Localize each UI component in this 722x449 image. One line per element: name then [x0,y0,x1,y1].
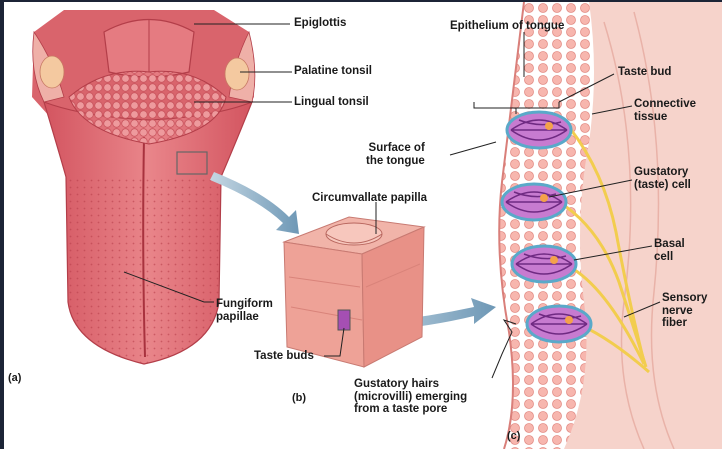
label-gustatory-hairs-line-3: from a taste pore [354,403,467,416]
taste-bud-1 [507,112,571,148]
circumvallate-papilla-shape [326,223,382,245]
label-surface-of-tongue: Surface of the tongue [366,142,425,167]
label-taste-bud: Taste bud [618,66,671,79]
leader-surface [450,142,496,155]
label-epithelium-of-tongue: Epithelium of tongue [450,20,564,33]
label-connective-line-2: tissue [634,111,696,124]
diagram-frame: Epiglottis Palatine tonsil Lingual tonsi… [4,2,722,449]
label-connective-tissue: Connective tissue [634,98,696,123]
label-gustatory-cell: Gustatory (taste) cell [634,166,691,191]
panel-c-taste-bud-section [499,2,722,449]
label-basal-line-2: cell [654,251,685,264]
label-sensory-line-3: fiber [662,317,707,330]
label-basal-line-1: Basal [654,238,685,251]
label-surface-line-1: Surface of [366,142,425,155]
arrow-a-to-b [210,172,299,234]
taste-bud-box [338,310,350,330]
label-gustatory-cell-line-1: Gustatory [634,166,691,179]
label-sensory-line-2: nerve [662,305,707,318]
label-gustatory-cell-line-2: (taste) cell [634,179,691,192]
block-front [284,242,364,367]
label-lingual-tonsil: Lingual tonsil [294,96,369,109]
palatine-tonsil-right [225,58,249,90]
panel-b-tissue-block [284,217,424,367]
label-connective-line-1: Connective [634,98,696,111]
label-basal-cell: Basal cell [654,238,685,263]
taste-bud-2 [502,184,566,220]
taste-bud-3 [512,246,576,282]
label-sensory-nerve-fiber: Sensory nerve fiber [662,292,707,330]
palatine-tonsil-left [40,56,64,88]
label-palatine-tonsil: Palatine tonsil [294,65,372,78]
panel-label-a: (a) [8,372,21,384]
label-epiglottis: Epiglottis [294,17,346,30]
label-gustatory-hairs: Gustatory hairs (microvilli) emerging fr… [354,378,467,416]
label-taste-buds: Taste buds [254,350,314,363]
label-surface-line-2: the tongue [366,155,425,168]
label-fungiform-line-1: Fungiform [216,298,273,311]
label-gustatory-hairs-line-2: (microvilli) emerging [354,391,467,404]
panel-label-b: (b) [292,392,306,404]
label-sensory-line-1: Sensory [662,292,707,305]
label-fungiform-line-2: papillae [216,311,273,324]
label-fungiform-papillae: Fungiform papillae [216,298,273,323]
label-circumvallate-papilla: Circumvallate papilla [312,192,427,205]
taste-bud-4 [527,306,591,342]
panel-label-c: (c) [507,430,520,442]
label-gustatory-hairs-line-1: Gustatory hairs [354,378,467,391]
